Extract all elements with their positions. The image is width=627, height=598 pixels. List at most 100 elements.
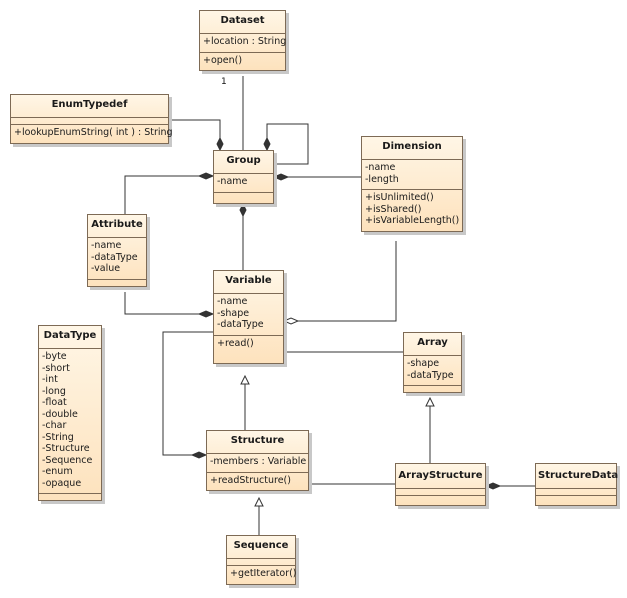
attributes-compartment: -name	[214, 173, 273, 192]
operations-compartment: +lookupEnumString( int ) : String	[11, 124, 173, 143]
attributes-compartment: -name -dataType -value	[88, 237, 146, 279]
attribute: -float	[42, 397, 67, 408]
edge-enumtypedef-group	[168, 119, 221, 150]
composition-diamond-icon	[263, 136, 271, 152]
class-name: Attribute	[91, 219, 143, 230]
attribute: -double	[42, 408, 78, 420]
class-array[interactable]: Array -shape -dataType	[403, 332, 462, 393]
class-name: Sequence	[233, 540, 289, 551]
attribute: -String	[42, 431, 74, 443]
class-sequence[interactable]: Sequence +getIterator()	[226, 535, 297, 585]
class-name: DataType	[43, 330, 97, 341]
attribute: -length	[365, 173, 399, 185]
attributes-compartment: -name -shape -dataType	[214, 293, 283, 335]
edge-attribute-variable	[124, 292, 213, 315]
attribute: -Structure	[42, 443, 90, 454]
attribute: -dataType	[91, 251, 138, 263]
operations-compartment: +readStructure()	[207, 471, 308, 491]
operation: +isUnlimited()	[365, 192, 434, 203]
attributes-compartment: -shape -dataType	[404, 355, 461, 385]
attribute: -byte	[42, 351, 67, 362]
class-name: Structure	[230, 435, 285, 446]
operation: +open()	[203, 54, 243, 66]
operation: +isVariableLength()	[365, 215, 460, 226]
class-group[interactable]: Group -name	[213, 150, 274, 204]
edge-group-self	[266, 123, 309, 165]
composition-diamond-icon	[484, 482, 502, 490]
class-structuredata[interactable]: StructureData	[535, 463, 619, 506]
generalization-arrow-icon	[240, 374, 250, 385]
attribute: -name	[217, 176, 248, 187]
class-dataset[interactable]: Dataset +location : String +open()	[199, 10, 286, 71]
operation: +readStructure()	[210, 474, 291, 486]
attribute: -Sequence	[42, 454, 93, 466]
attribute: -char	[42, 420, 67, 431]
generalization-arrow-icon	[254, 496, 264, 507]
attribute: -shape	[407, 358, 440, 369]
edge-dimension-variable	[284, 241, 397, 322]
attributes-compartment: -name -length	[362, 159, 462, 189]
class-name: Group	[226, 155, 261, 166]
operations-compartment	[39, 493, 101, 500]
composition-diamond-icon	[216, 136, 224, 152]
class-attribute[interactable]: Attribute -name -dataType -value	[87, 214, 147, 287]
operations-compartment	[88, 278, 146, 286]
class-name: Variable	[225, 275, 272, 286]
operations-compartment	[214, 191, 273, 199]
attributes-compartment: +location : String	[200, 33, 287, 52]
class-enumtypedef[interactable]: EnumTypedef +lookupEnumString( int ) : S…	[10, 94, 173, 144]
attributes-compartment	[536, 488, 616, 495]
class-name: ArrayStructure	[398, 470, 483, 481]
operations-compartment	[396, 495, 485, 502]
operations-compartment	[404, 385, 461, 392]
attribute: -members : Variable	[210, 456, 307, 467]
operation: +lookupEnumString( int ) : String	[14, 127, 173, 138]
attribute: -shape	[217, 307, 250, 319]
composition-diamond-icon	[190, 451, 208, 459]
attribute: -value	[91, 263, 121, 274]
class-datatype[interactable]: DataType -byte -short -int -long -float …	[38, 325, 102, 501]
operations-compartment: +read()	[214, 334, 283, 364]
edge-attribute-group	[124, 175, 213, 214]
attribute: -opaque	[42, 477, 82, 489]
composition-diamond-icon	[239, 202, 247, 218]
attribute: -short	[42, 362, 70, 374]
attributes-compartment	[11, 117, 168, 124]
attribute: -dataType	[407, 369, 454, 381]
operation: +getIterator()	[230, 568, 297, 579]
class-structure[interactable]: Structure -members : Variable +readStruc…	[206, 430, 309, 491]
operations-compartment: +isUnlimited() +isShared() +isVariableLe…	[362, 189, 462, 231]
operation: +isShared()	[365, 203, 422, 215]
operation: +read()	[217, 337, 254, 349]
attribute: -int	[42, 374, 58, 385]
attribute: -long	[42, 385, 66, 397]
class-name: Dimension	[382, 141, 442, 152]
attribute: -name	[365, 162, 396, 173]
attribute: -name	[217, 296, 248, 307]
class-arraystructure[interactable]: ArrayStructure	[395, 463, 486, 506]
composition-diamond-icon	[197, 310, 215, 318]
attributes-compartment	[227, 558, 295, 565]
generalization-arrow-icon	[425, 396, 435, 407]
edge-variable-structure	[162, 331, 213, 456]
attributes-compartment	[396, 488, 485, 495]
class-name: Array	[417, 337, 448, 348]
class-name: StructureData	[538, 470, 619, 481]
composition-diamond-icon	[197, 172, 215, 180]
composition-diamond-icon	[272, 173, 290, 181]
aggregation-diamond-icon	[282, 317, 300, 325]
operations-compartment: +getIterator()	[227, 565, 297, 584]
attribute: +location : String	[203, 36, 287, 47]
attributes-compartment: -members : Variable	[207, 453, 308, 472]
attributes-compartment: -byte -short -int -long -float -double -…	[39, 348, 101, 493]
class-variable[interactable]: Variable -name -shape -dataType +read()	[213, 270, 284, 364]
attribute: -name	[91, 240, 122, 251]
operations-compartment	[536, 495, 616, 502]
class-dimension[interactable]: Dimension -name -length +isUnlimited() +…	[361, 136, 463, 232]
multiplicity-label: 1	[221, 77, 227, 87]
attribute: -enum	[42, 466, 73, 477]
attribute: -dataType	[217, 319, 264, 330]
operations-compartment: +open()	[200, 51, 285, 71]
class-name: Dataset	[220, 15, 265, 26]
